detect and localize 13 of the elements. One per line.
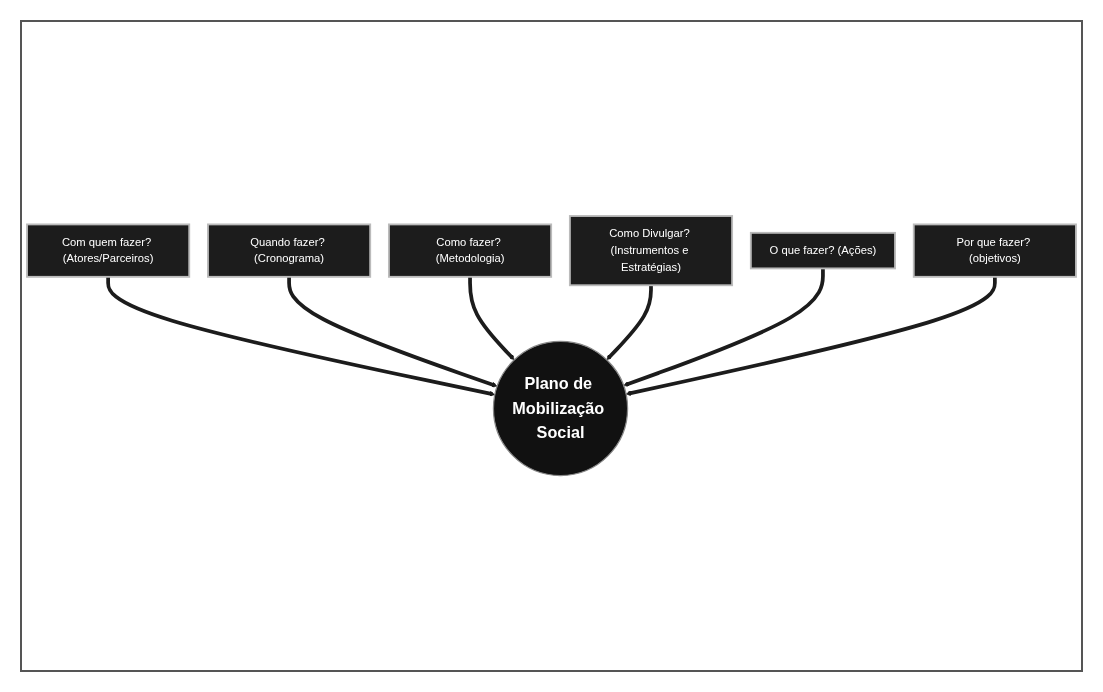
node-box: O que fazer? (Ações) [749, 232, 896, 270]
node-circle: Plano de Mobilização Social [492, 341, 629, 477]
node-box: Como fazer? (Metodologia) [388, 223, 553, 278]
node-box: Com quem fazer? (Atores/Parceiros) [26, 223, 191, 278]
arrow [625, 277, 997, 396]
arrow [106, 277, 496, 397]
arrow [623, 268, 825, 387]
arrow [287, 277, 498, 388]
node-box: Quando fazer? (Cronograma) [207, 223, 372, 278]
node-box: Como Divulgar? (Instrumentos e Estratégias) [568, 215, 734, 287]
node-box: Por que fazer? (objetivos) [912, 223, 1077, 278]
arrow [468, 277, 515, 361]
arrow [606, 285, 653, 361]
